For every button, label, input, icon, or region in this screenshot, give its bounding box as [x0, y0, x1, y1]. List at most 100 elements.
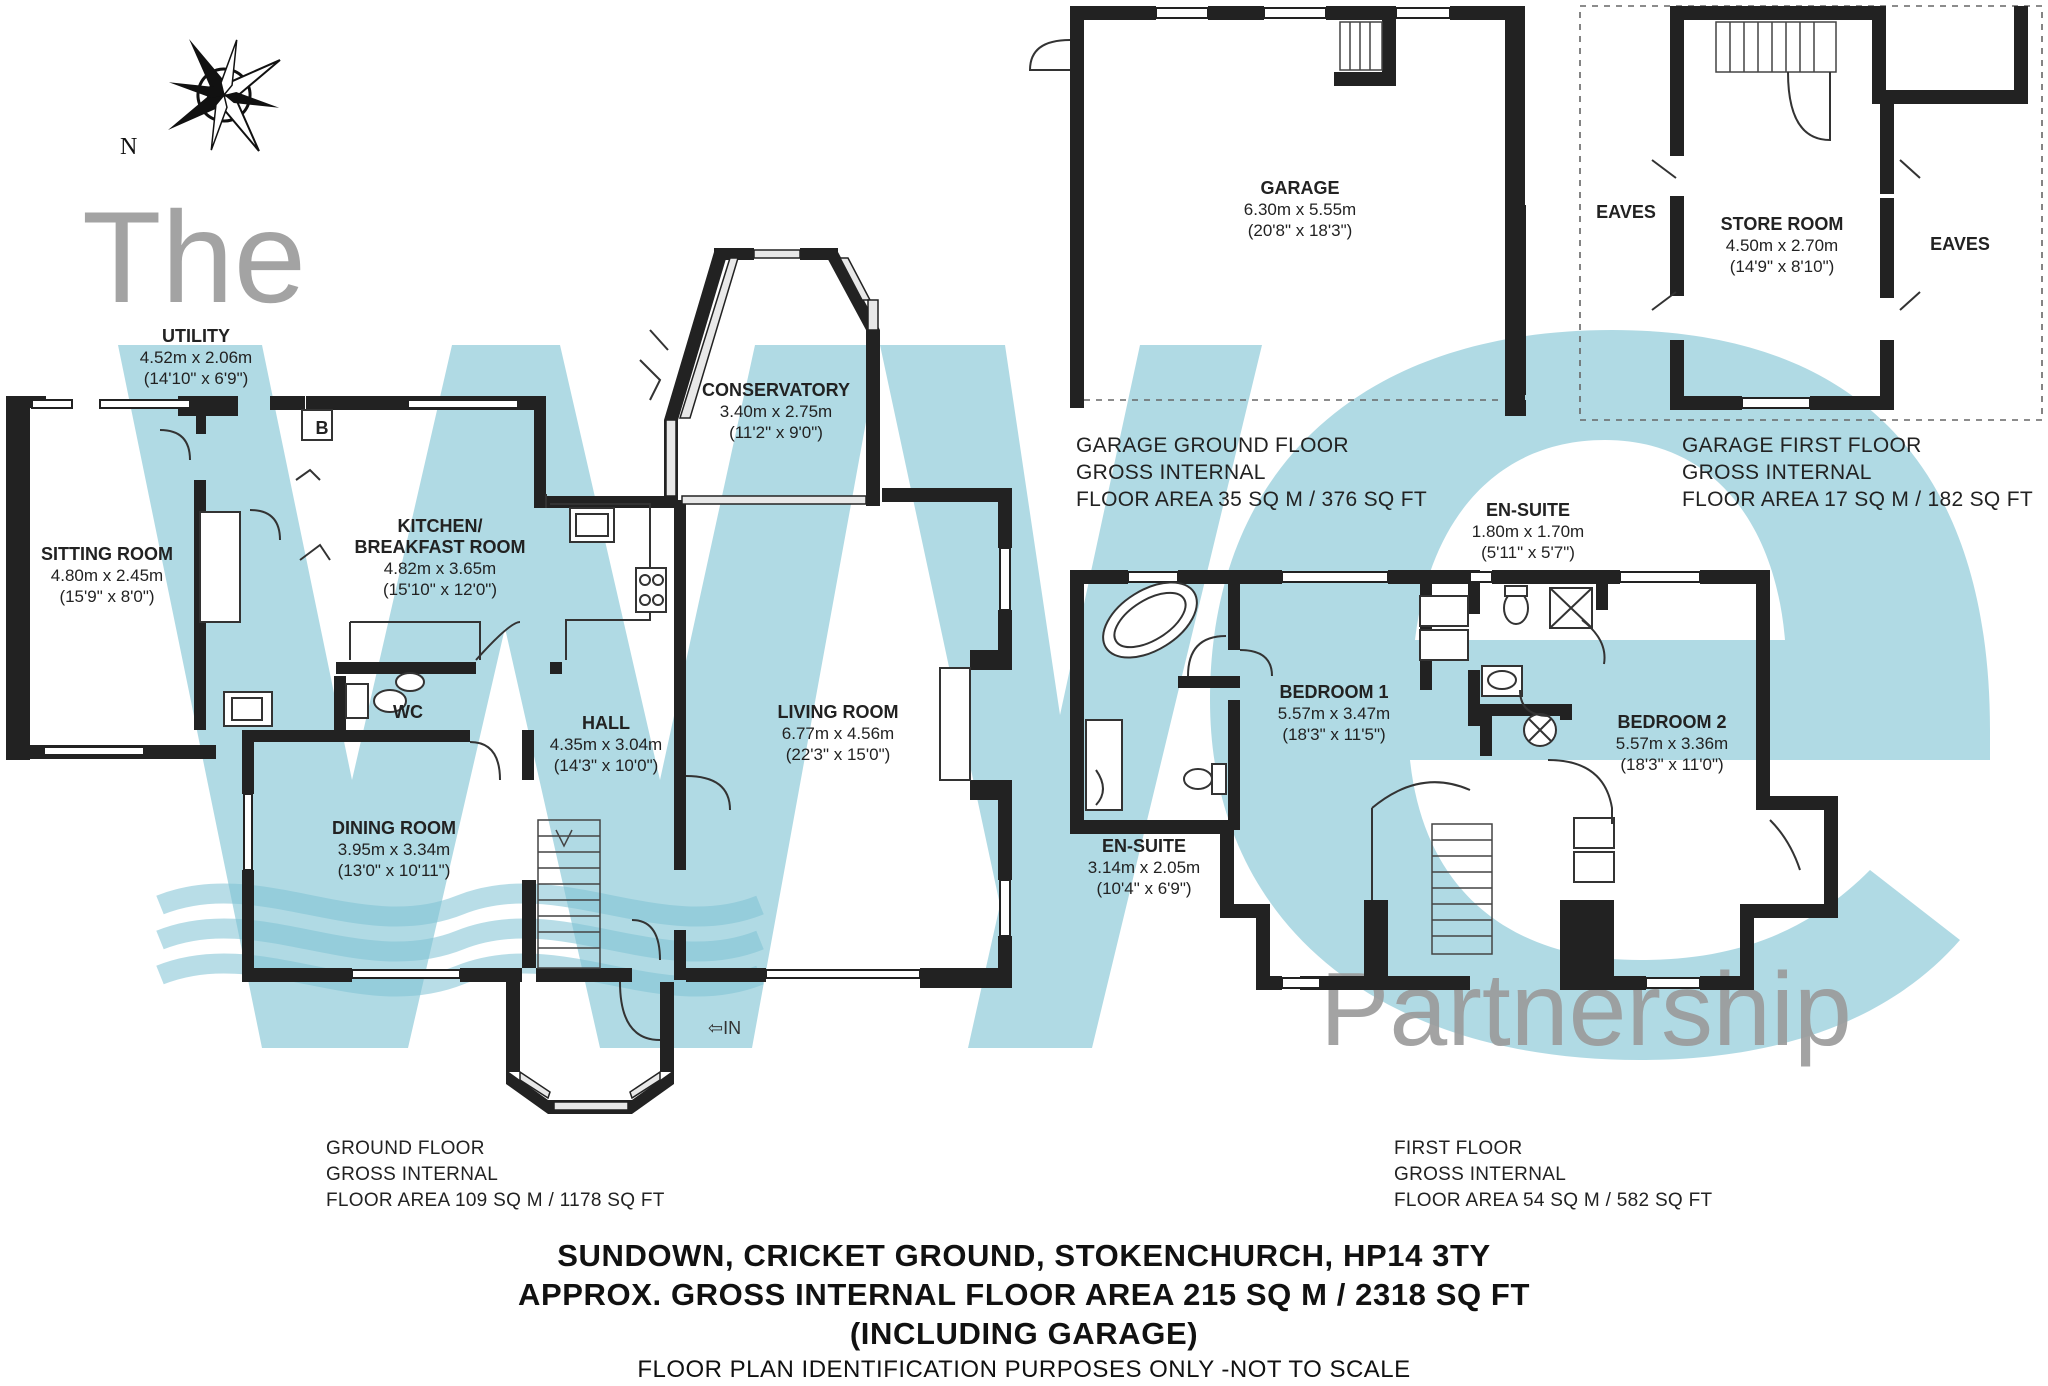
ensuite-top-metric: 1.80m x 1.70m — [1471, 522, 1585, 541]
dining-room-name: DINING ROOM — [332, 818, 456, 838]
first-floor-line1: FIRST FLOOR — [1394, 1138, 1523, 1159]
utility-imperial: (14'10" x 6'9") — [143, 369, 249, 388]
ensuite-low-label: EN-SUITE 3.14m x 2.05m (10'4" x 6'9") — [1088, 836, 1200, 899]
eaves-right-label: EAVES — [1930, 234, 1990, 255]
garage-ground-floor-area: GARAGE GROUND FLOOR GROSS INTERNAL FLOOR… — [1076, 432, 1427, 513]
wye-watermark-logo: The Partnership — [82, 184, 1990, 1068]
garage-label: GARAGE 6.30m x 5.55m (20'8" x 18'3") — [1244, 178, 1356, 241]
garage-ground-line1: GARAGE GROUND FLOOR — [1076, 434, 1349, 457]
boiler-label: B — [316, 418, 329, 439]
dining-room-label: DINING ROOM 3.95m x 3.34m (13'0" x 10'11… — [332, 818, 456, 881]
boiler-name: B — [315, 418, 329, 438]
garage-imperial: (20'8" x 18'3") — [1247, 221, 1353, 240]
first-floor-fixtures — [1085, 581, 1801, 955]
conservatory-label: CONSERVATORY 3.40m x 2.75m (11'2" x 9'0"… — [702, 380, 850, 443]
compass-rose — [168, 39, 281, 152]
ground-floor-line1: GROUND FLOOR — [326, 1138, 485, 1159]
including-garage-note: (INCLUDING GARAGE) — [849, 1316, 1199, 1351]
first-floor-windows — [1127, 571, 1701, 989]
bedroom-2-name: BEDROOM 2 — [1617, 712, 1727, 732]
garage-ground-line2: GROSS INTERNAL — [1076, 461, 1266, 484]
entrance-arrow-icon: ⇦ — [708, 1018, 724, 1038]
property-address: SUNDOWN, CRICKET GROUND, STOKENCHURCH, H… — [557, 1238, 1491, 1273]
ensuite-low-name: EN-SUITE — [1101, 836, 1187, 856]
store-room-label: STORE ROOM 4.50m x 2.70m (14'9" x 8'10") — [1721, 214, 1844, 277]
eaves-left-name: EAVES — [1596, 202, 1656, 222]
first-floor-area: FIRST FLOOR GROSS INTERNAL FLOOR AREA 54… — [1394, 1136, 1712, 1214]
store-room-name: STORE ROOM — [1720, 214, 1844, 234]
garage-ground-floor-openings — [1028, 7, 1500, 401]
ensuite-low-metric: 3.14m x 2.05m — [1087, 858, 1201, 877]
kitchen-name-line2: BREAKFAST ROOM — [354, 537, 526, 557]
garage-ground-line3: FLOOR AREA 35 SQ M / 376 SQ FT — [1076, 488, 1427, 511]
watermark-the-word: The — [82, 184, 306, 330]
garage-first-floor-walls — [1579, 5, 2043, 421]
bedroom-2-metric: 5.57m x 3.36m — [1615, 734, 1729, 753]
utility-name: UTILITY — [161, 326, 230, 346]
conservatory-name: CONSERVATORY — [701, 380, 851, 400]
first-floor-walls — [1070, 570, 1838, 990]
hall-imperial: (14'3" x 10'0") — [553, 756, 659, 775]
garage-first-line2: GROSS INTERNAL — [1682, 461, 1872, 484]
sitting-room-name: SITTING ROOM — [41, 544, 173, 564]
ensuite-low-imperial: (10'4" x 6'9") — [1096, 879, 1192, 898]
garage-name: GARAGE — [1260, 178, 1340, 198]
eaves-right-name: EAVES — [1930, 234, 1990, 254]
ensuite-top-label: EN-SUITE 1.80m x 1.70m (5'11" x 5'7") — [1472, 500, 1584, 563]
hall-metric: 4.35m x 3.04m — [549, 735, 663, 754]
ensuite-top-imperial: (5'11" x 5'7") — [1481, 543, 1575, 562]
compass-north-letter: N — [120, 134, 137, 160]
ground-floor-area: GROUND FLOOR GROSS INTERNAL FLOOR AREA 1… — [326, 1136, 665, 1214]
living-room-label: LIVING ROOM 6.77m x 4.56m (22'3" x 15'0"… — [778, 702, 899, 765]
sitting-room-label: SITTING ROOM 4.80m x 2.45m (15'9" x 8'0"… — [41, 544, 173, 607]
garage-first-line3: FLOOR AREA 17 SQ M / 182 SQ FT — [1682, 488, 2033, 511]
dining-room-metric: 3.95m x 3.34m — [337, 840, 451, 859]
ground-floor-fixtures — [159, 329, 971, 1041]
kitchen-name-line1: KITCHEN/ — [397, 516, 483, 536]
kitchen-imperial: (15'10" x 12'0") — [382, 580, 497, 599]
sitting-room-imperial: (15'9" x 8'0") — [59, 587, 155, 606]
garage-first-floor-area: GARAGE FIRST FLOOR GROSS INTERNAL FLOOR … — [1682, 432, 2033, 513]
store-room-metric: 4.50m x 2.70m — [1725, 236, 1839, 255]
ground-floor-line3: FLOOR AREA 109 SQ M / 1178 SQ FT — [326, 1190, 665, 1211]
title-block: SUNDOWN, CRICKET GROUND, STOKENCHURCH, H… — [0, 1236, 2048, 1385]
first-floor-line3: FLOOR AREA 54 SQ M / 582 SQ FT — [1394, 1190, 1713, 1211]
garage-first-line1: GARAGE FIRST FLOOR — [1682, 434, 1922, 457]
ground-floor-windows — [31, 249, 1011, 1111]
utility-label: UTILITY 4.52m x 2.06m (14'10" x 6'9") — [140, 326, 252, 389]
eaves-left-label: EAVES — [1596, 202, 1656, 223]
bedroom-1-imperial: (18'3" x 11'5") — [1282, 725, 1386, 744]
bedroom-1-name: BEDROOM 1 — [1279, 682, 1389, 702]
entrance-text: IN — [723, 1018, 742, 1038]
sitting-room-metric: 4.80m x 2.45m — [50, 566, 164, 585]
ground-floor-line2: GROSS INTERNAL — [326, 1164, 499, 1185]
dining-room-imperial: (13'0" x 10'11") — [337, 861, 451, 880]
watermark-w-shape — [118, 345, 880, 1048]
entrance-marker: ⇦IN — [708, 1018, 741, 1039]
utility-metric: 4.52m x 2.06m — [139, 348, 253, 367]
kitchen-metric: 4.82m x 3.65m — [383, 559, 497, 578]
ensuite-top-name: EN-SUITE — [1485, 500, 1571, 520]
watermark-e-shape — [1210, 330, 1990, 1060]
first-floor-line2: GROSS INTERNAL — [1394, 1164, 1567, 1185]
bedroom-1-label: BEDROOM 1 5.57m x 3.47m (18'3" x 11'5") — [1278, 682, 1390, 745]
garage-first-floor-openings — [1651, 21, 1921, 409]
living-room-name: LIVING ROOM — [777, 702, 899, 722]
wc-label: WC — [393, 702, 423, 723]
living-room-metric: 6.77m x 4.56m — [781, 724, 895, 743]
bedroom-2-label: BEDROOM 2 5.57m x 3.36m (18'3" x 11'0") — [1616, 712, 1728, 775]
garage-metric: 6.30m x 5.55m — [1243, 200, 1357, 219]
conservatory-metric: 3.40m x 2.75m — [719, 402, 833, 421]
wc-name: WC — [393, 702, 423, 722]
kitchen-label: KITCHEN/ BREAKFAST ROOM 4.82m x 3.65m (1… — [355, 516, 526, 600]
not-to-scale-note: FLOOR PLAN IDENTIFICATION PURPOSES ONLY … — [637, 1356, 1411, 1383]
bedroom-2-imperial: (18'3" x 11'0") — [1620, 755, 1724, 774]
garage-ground-floor-walls — [1070, 6, 1526, 416]
total-floor-area: APPROX. GROSS INTERNAL FLOOR AREA 215 SQ… — [518, 1277, 1530, 1312]
hall-label: HALL 4.35m x 3.04m (14'3" x 10'0") — [550, 713, 662, 776]
living-room-imperial: (22'3" x 15'0") — [785, 745, 891, 764]
bedroom-1-metric: 5.57m x 3.47m — [1277, 704, 1391, 723]
conservatory-imperial: (11'2" x 9'0") — [729, 423, 823, 442]
hall-name: HALL — [581, 713, 630, 733]
